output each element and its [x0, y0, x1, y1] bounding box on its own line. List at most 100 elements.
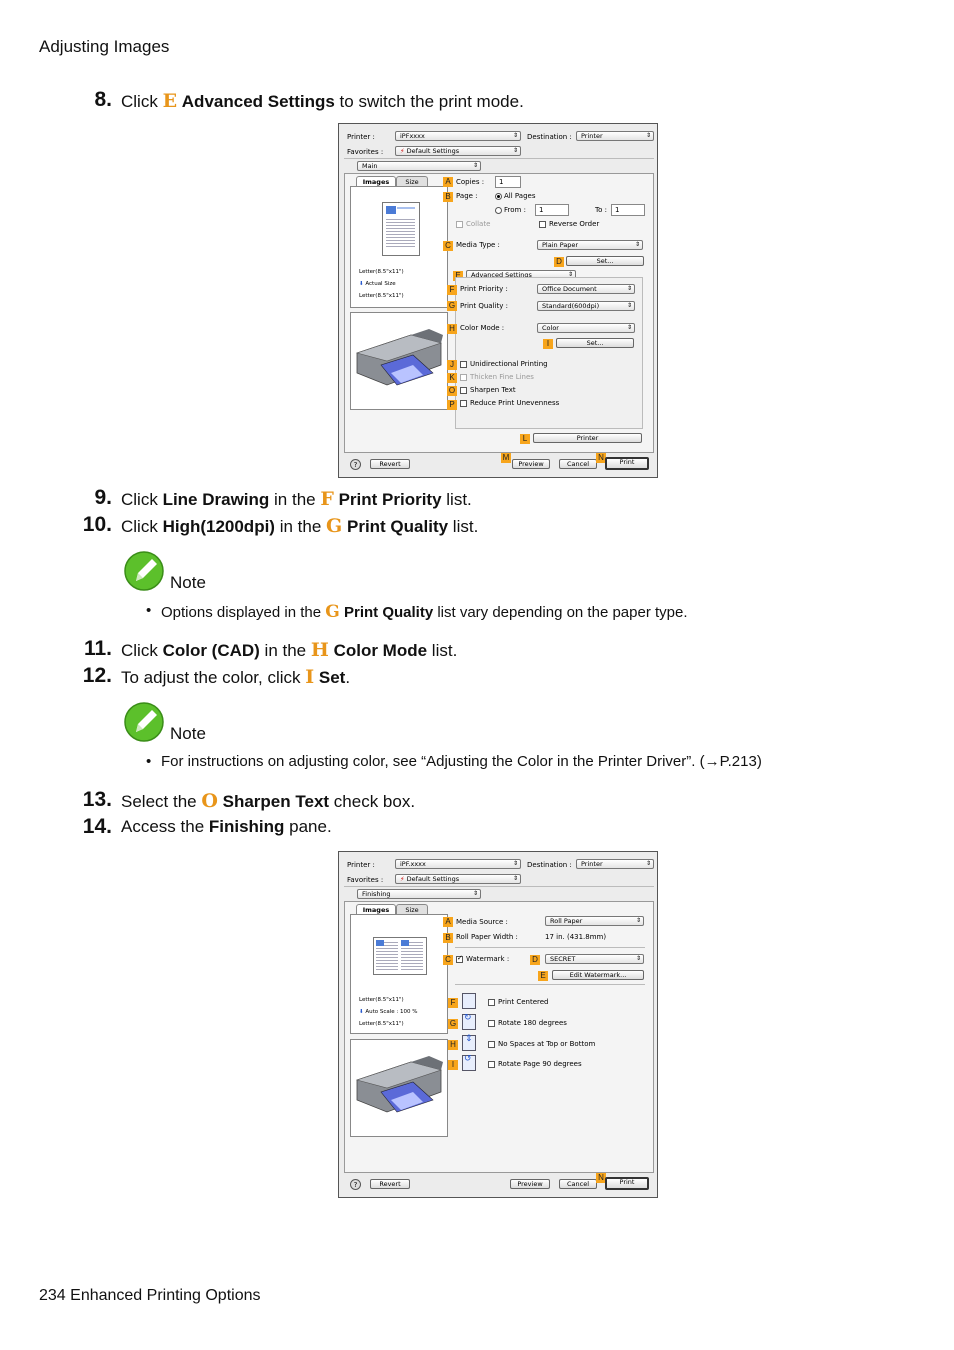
color-mode-popup[interactable]: Color⇕ — [537, 323, 635, 333]
callout-p: P — [447, 400, 457, 410]
tab-images[interactable]: Images — [356, 176, 396, 187]
step-number: 9. — [94, 486, 112, 509]
step-14: 14. Access the Finishing pane. — [0, 815, 954, 843]
revert-button[interactable]: Revert — [370, 1179, 410, 1189]
help-button[interactable]: ? — [350, 459, 361, 470]
watermark-checkbox[interactable]: ✓ — [456, 954, 463, 963]
color-mode-label: Color Mode : — [460, 324, 505, 332]
copies-field[interactable]: 1 — [495, 176, 521, 188]
rotate-180-icon: ↻ — [462, 1013, 476, 1030]
media-source-label: Media Source : — [456, 918, 508, 926]
printer-popup[interactable]: iPF.xxxx⇕ — [395, 859, 521, 869]
callout-c: C — [443, 241, 453, 251]
reverse-order-checkbox[interactable] — [539, 221, 546, 228]
destination-label: Destination : — [527, 133, 572, 141]
note-2: Note — [124, 702, 424, 746]
callout-k: K — [447, 373, 457, 383]
step-8: 8. Click E Advanced Settings to switch t… — [0, 88, 954, 116]
callout-a: A — [443, 177, 453, 187]
help-button[interactable]: ? — [350, 1179, 361, 1190]
unidirectional-checkbox[interactable] — [460, 361, 467, 368]
color-set-button[interactable]: Set... — [556, 338, 634, 348]
printer-illustration — [355, 1056, 443, 1113]
callout-e: E — [453, 271, 463, 281]
tab-images[interactable]: Images — [356, 904, 396, 915]
rotate-90-label: Rotate Page 90 degrees — [498, 1060, 582, 1068]
all-pages-radio[interactable] — [495, 193, 502, 200]
step-text: Click Color (CAD) in the H Color Mode li… — [121, 639, 458, 661]
no-spaces-label: No Spaces at Top or Bottom — [498, 1040, 596, 1048]
edit-watermark-button[interactable]: Edit Watermark... — [552, 970, 644, 980]
note-label: Note — [170, 573, 206, 592]
from-field[interactable]: 1 — [535, 204, 569, 216]
no-spaces-checkbox[interactable] — [488, 1041, 495, 1048]
destination-popup[interactable]: Printer⇕ — [576, 131, 654, 141]
printer-popup[interactable]: iPFxxxx⇕ — [395, 131, 521, 141]
callout-h: H — [448, 1040, 458, 1050]
favorites-popup[interactable]: ⚡ Default Settings⇕ — [395, 874, 521, 884]
pane-popup[interactable]: Finishing⇕ — [357, 889, 481, 899]
note-2-text: For instructions on adjusting color, see… — [161, 753, 762, 770]
media-type-popup[interactable]: Plain Paper⇕ — [537, 240, 643, 250]
preview-paper-size: Letter(8.5"x11") — [359, 1021, 404, 1027]
step-number: 13. — [82, 788, 112, 811]
preview-button[interactable]: Preview — [510, 1179, 550, 1189]
print-dialog-main: Printer : iPFxxxx⇕ Destination : Printer… — [338, 123, 658, 478]
step-text: Click Line Drawing in the F Print Priori… — [121, 488, 472, 510]
printer-illustration — [355, 329, 443, 386]
step-text: Access the Finishing pane. — [121, 817, 332, 836]
print-priority-popup[interactable]: Office Document⇕ — [537, 284, 635, 294]
step-number: 8. — [94, 88, 112, 111]
cancel-button[interactable]: Cancel — [559, 459, 597, 469]
print-button[interactable]: Print — [605, 1177, 649, 1190]
rotate-180-checkbox[interactable] — [488, 1020, 495, 1027]
media-source-popup[interactable]: Roll Paper⇕ — [545, 916, 644, 926]
print-centered-checkbox[interactable] — [488, 999, 495, 1006]
revert-button[interactable]: Revert — [370, 459, 410, 469]
favorites-popup[interactable]: ⚡ Default Settings⇕ — [395, 146, 521, 156]
favorites-label: Favorites : — [347, 148, 384, 156]
step-text: To adjust the color, click I Set. — [121, 666, 351, 688]
tab-size[interactable]: Size — [396, 176, 428, 187]
page-footer: 234 Enhanced Printing Options — [39, 1287, 261, 1304]
preview-scale: ⬇ Auto Scale : 100 % — [359, 1009, 418, 1015]
copies-label: Copies : — [456, 178, 485, 186]
callout-c: C — [443, 955, 453, 965]
print-quality-popup[interactable]: Standard(600dpi)⇕ — [537, 301, 635, 311]
step-number: 10. — [82, 513, 112, 536]
roll-width-label: Roll Paper Width : — [456, 933, 518, 941]
media-set-button[interactable]: Set... — [566, 256, 644, 266]
thicken-checkbox[interactable] — [460, 374, 467, 381]
collate-checkbox[interactable] — [456, 221, 463, 228]
destination-label: Destination : — [527, 861, 572, 869]
page-label: Page : — [456, 192, 478, 200]
rotate-90-checkbox[interactable] — [488, 1061, 495, 1068]
page-preview: Letter(8.5"x11") ⬇ Actual Size Letter(8.… — [350, 186, 448, 308]
printer-label: Printer : — [347, 133, 375, 141]
page-preview: Letter(8.5"x11") ⬇ Auto Scale : 100 % Le… — [350, 914, 448, 1034]
preview-scale: ⬇ Actual Size — [359, 281, 396, 287]
print-priority-label: Print Priority : — [460, 285, 508, 293]
callout-n: N — [596, 1173, 606, 1183]
reduce-unevenness-checkbox[interactable] — [460, 400, 467, 407]
tab-size[interactable]: Size — [396, 904, 428, 915]
watermark-popup[interactable]: SECRET⇕ — [545, 954, 644, 964]
callout-e: E — [538, 971, 548, 981]
printer-button[interactable]: Printer — [533, 433, 642, 443]
callout-d: D — [530, 955, 540, 965]
destination-popup[interactable]: Printer⇕ — [576, 859, 654, 869]
sharpen-text-checkbox[interactable] — [460, 387, 467, 394]
thicken-label: Thicken Fine Lines — [470, 373, 534, 381]
cancel-button[interactable]: Cancel — [559, 1179, 597, 1189]
step-number: 14. — [82, 815, 112, 838]
sharpen-text-label: Sharpen Text — [470, 386, 516, 394]
pane-popup[interactable]: Main⇕ — [357, 161, 481, 171]
callout-i: I — [543, 339, 553, 349]
preview-button[interactable]: Preview — [512, 459, 550, 469]
rotate-180-label: Rotate 180 degrees — [498, 1019, 567, 1027]
range-radio[interactable] — [495, 207, 502, 214]
note-label: Note — [170, 724, 206, 743]
to-field[interactable]: 1 — [611, 204, 645, 216]
print-button[interactable]: Print — [605, 457, 649, 470]
callout-d: D — [554, 257, 564, 267]
